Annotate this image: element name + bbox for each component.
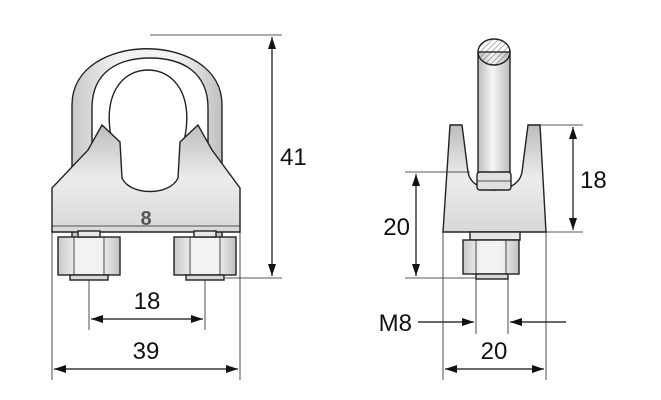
dim-thread-label: M8	[379, 310, 412, 337]
side-view: 18 20 M8 20	[379, 38, 607, 380]
dim-height-label: 41	[280, 144, 307, 171]
dim-bolt-spacing-label: 18	[134, 288, 161, 315]
size-mark: 8	[140, 208, 151, 230]
dim-jaw-height-label: 18	[580, 167, 607, 194]
rod-cross-section	[477, 38, 511, 66]
side-rod	[477, 51, 511, 181]
front-view: 8 41 18 39	[51, 34, 307, 380]
dim-body-height-label: 20	[383, 214, 410, 241]
side-nut	[462, 231, 521, 280]
right-nut	[173, 230, 237, 281]
dim-overall-width-label: 39	[133, 338, 160, 365]
left-nut	[57, 230, 121, 281]
saddle-body	[51, 123, 241, 233]
dim-base-width-label: 20	[481, 338, 508, 365]
